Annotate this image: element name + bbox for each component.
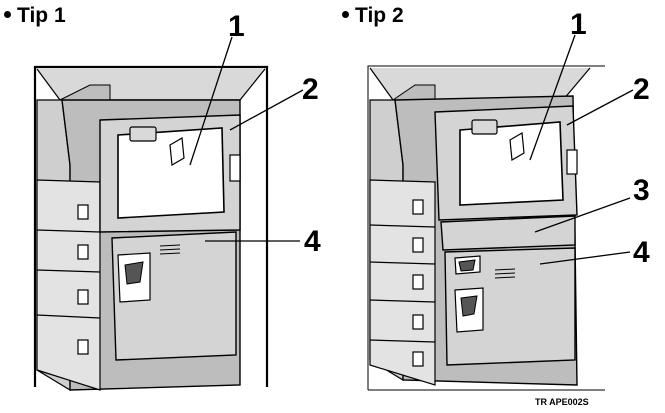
callout-3: 3	[633, 174, 650, 207]
bullet-icon	[342, 11, 349, 18]
tip1-diagram: 1 2 4	[0, 0, 330, 413]
callout-2: 2	[633, 73, 650, 106]
callout-2: 2	[302, 73, 319, 106]
tip1-machine-illustration: 1 2 4	[33, 10, 321, 392]
tip2-diagram: 1 2 3 4	[335, 0, 665, 413]
callout-1: 1	[570, 8, 587, 41]
callout-4: 4	[304, 225, 321, 258]
tip2-heading: Tip 2	[342, 4, 404, 28]
tip2-heading-text: Tip 2	[355, 4, 404, 27]
callout-4: 4	[633, 236, 650, 269]
tip1-heading: Tip 1	[4, 4, 66, 28]
figure-code-caption: TR APE002S	[535, 397, 589, 407]
tip1-heading-text: Tip 1	[17, 4, 66, 27]
bullet-icon	[4, 11, 11, 18]
callout-1: 1	[228, 10, 245, 43]
tip2-machine-illustration: 1 2 3 4	[367, 8, 650, 391]
